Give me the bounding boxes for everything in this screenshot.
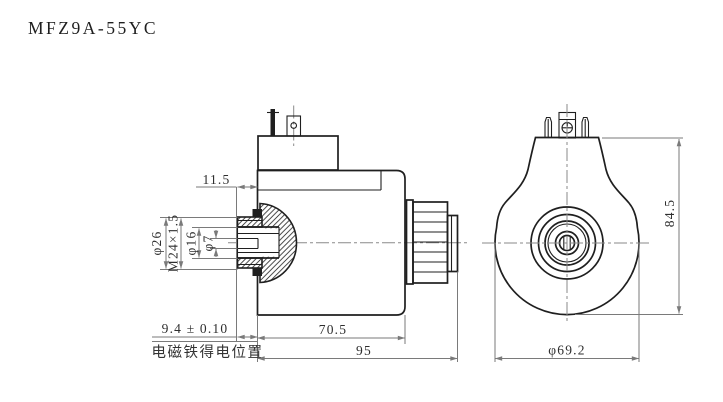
note-energized-position: 电磁铁得电位置 [152,344,264,361]
screw-terminal-hole [290,122,298,129]
gland-flange [405,199,414,285]
blade-terminal-right [581,116,590,138]
armature-bore [236,226,280,259]
dim-height: 84.5 [662,199,677,227]
side-view-dimensions: 11.5 9.4 ± 0.10 电磁铁得电位置 70.5 95 [149,172,458,362]
dim-coil-length: 70.5 [319,322,347,337]
dim-rod-dia: φ7 [201,235,216,252]
dim-total-length: 95 [356,343,372,358]
seal-ring-top [252,209,262,217]
gland-end-cap [446,214,459,273]
screw-terminal-side [286,115,302,137]
dim-thread: M24×1.5 [166,214,181,272]
dim-outer-dia: φ26 [149,231,164,256]
front-view-dimensions: 84.5 φ69.2 [494,137,683,362]
side-view: 11.5 9.4 ± 0.10 电磁铁得电位置 70.5 95 [149,105,468,362]
front-view: 84.5 φ69.2 [482,104,683,362]
blade-terminal-side [270,109,275,136]
dim-tube-dia: φ16 [184,231,199,256]
stem-wall-top-section [236,216,263,228]
drawing-title: MFZ9A-55YC [28,18,158,38]
seal-ring-bottom [252,268,262,276]
gland-ribs [413,211,448,273]
blade-terminal-left [544,116,553,138]
dim-stem-offset: 11.5 [203,172,231,187]
coil-body-outline [256,169,406,316]
front-silhouette [494,136,640,316]
stem-wall-bottom-section [236,257,263,269]
dim-front-outer-dia: φ69.2 [548,343,585,358]
connector-box [257,135,339,171]
dim-stroke-tolerance: 9.4 ± 0.10 [162,321,229,336]
